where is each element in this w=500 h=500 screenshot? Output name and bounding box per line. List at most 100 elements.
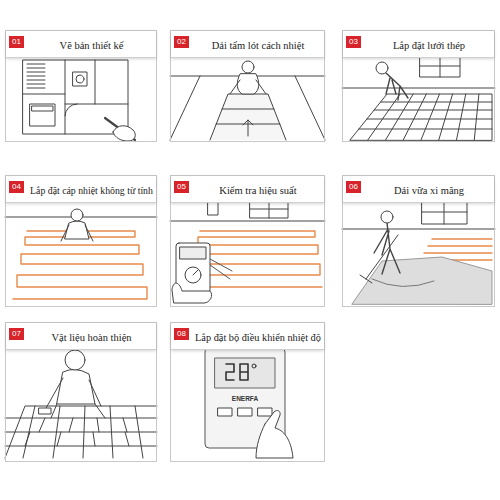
mortar-drawing-part xyxy=(342,200,495,229)
floor-plan-drawing-part xyxy=(73,72,87,86)
panel-header: Vật liệu hoàn thiện xyxy=(6,323,156,350)
tiling-drawing-part xyxy=(25,418,129,446)
step-number: 08 xyxy=(177,329,186,339)
step-title: Vật liệu hoàn thiện xyxy=(51,331,131,344)
mortar-drawing-part xyxy=(374,223,400,274)
tiling-drawing-part xyxy=(45,378,105,418)
steel-mesh-drawing-part xyxy=(376,62,388,74)
step-number: 04 xyxy=(12,182,21,192)
step-title: Dải tấm lót cách nhiệt xyxy=(212,39,305,52)
mortar-drawing-part xyxy=(420,239,492,260)
step-title: Kiểm tra hiệu suất xyxy=(219,184,296,197)
tiling-drawing-part xyxy=(5,406,157,458)
step-number: 07 xyxy=(12,329,21,339)
tiling-drawing-part xyxy=(39,408,51,414)
tiling-drawing-part xyxy=(57,369,95,404)
step-number-badge: 08 xyxy=(174,328,189,340)
panel-header: Lắp đặt bộ điều khiển nhiệt độ xyxy=(171,323,324,350)
floor-plan-drawing-part xyxy=(105,118,135,140)
step-panel: Kiểm tra hiệu suất 05 xyxy=(170,175,325,307)
tiling-drawing xyxy=(5,350,157,458)
panel-header: Lắp đặt lưới thép xyxy=(343,31,494,58)
thermostat-drawing-part xyxy=(238,408,252,416)
mortar-drawing xyxy=(342,200,495,304)
steel-mesh-drawing-part xyxy=(386,73,408,100)
step-number-badge: 05 xyxy=(174,181,189,193)
step-number: 02 xyxy=(177,37,186,47)
floor-plan-drawing-part xyxy=(76,75,84,83)
step-panel: Dải vữa xi măng06 xyxy=(342,175,495,307)
tiling-drawing-part xyxy=(65,350,85,370)
mortar-drawing-part xyxy=(372,279,434,287)
mortar-drawing-part xyxy=(381,211,393,223)
step-number-badge: 03 xyxy=(346,36,361,48)
test-drawing-part xyxy=(180,247,206,259)
step-panel: Vẽ bản thiết kế 01 xyxy=(5,30,157,142)
step-number-badge: 02 xyxy=(174,36,189,48)
tiling-drawing-part xyxy=(23,406,143,458)
steel-mesh-drawing-part xyxy=(368,94,479,140)
step-number: 01 xyxy=(12,37,21,47)
thermostat-drawing-part xyxy=(256,411,293,458)
insulation-drawing-part xyxy=(237,74,259,94)
step-title: Lắp đặt cáp nhiệt không từ tính xyxy=(30,184,153,197)
step-number-badge: 06 xyxy=(346,181,361,193)
thermostat-drawing-part xyxy=(215,358,275,388)
test-drawing-part xyxy=(172,283,212,303)
cable-drawing xyxy=(5,209,157,299)
step-panel: Lắp đặt bộ điều khiển nhiệt độ 08 xyxy=(170,322,325,462)
step-number-badge: 07 xyxy=(9,328,24,340)
mortar-drawing-part xyxy=(352,257,492,304)
floor-plan-drawing-part xyxy=(30,104,55,126)
panel-header: Lắp đặt cáp nhiệt không từ tính xyxy=(6,176,156,203)
cable-drawing-part xyxy=(13,231,147,299)
floor-plan-drawing-part xyxy=(65,104,77,116)
insulation-drawing-part xyxy=(230,80,266,94)
cable-drawing-part xyxy=(71,209,83,221)
steel-mesh-drawing-part xyxy=(359,102,492,129)
step-number: 06 xyxy=(349,182,358,192)
step-panel: Lắp đặt lưới thép 03 xyxy=(342,30,495,142)
panel-header: Vẽ bản thiết kế xyxy=(6,31,156,58)
test-drawing-part xyxy=(176,243,210,293)
thermostat-drawing-part xyxy=(252,364,256,368)
mortar-drawing-part xyxy=(360,235,398,283)
thermostat-drawing-part xyxy=(258,408,272,416)
test-drawing xyxy=(170,200,325,303)
test-drawing-part xyxy=(210,259,232,279)
step-number: 03 xyxy=(349,37,358,47)
step-title: Vẽ bản thiết kế xyxy=(60,39,124,52)
step-number-badge: 01 xyxy=(9,36,24,48)
floor-plan-drawing xyxy=(23,60,135,141)
test-drawing-part xyxy=(208,202,218,215)
panel-header: Kiểm tra hiệu suất xyxy=(171,176,324,203)
panel-header: Dải tấm lót cách nhiệt xyxy=(171,31,324,58)
cable-drawing-part xyxy=(61,225,93,241)
thermostat-drawing-part xyxy=(226,364,248,380)
insulation-drawing-part xyxy=(210,94,286,140)
test-drawing-part xyxy=(193,270,198,275)
panel-header: Dải vữa xi măng xyxy=(343,176,494,203)
step-panel: Lắp đặt cáp nhiệt không từ tính 04 xyxy=(5,175,157,307)
brand-label: ENERFA xyxy=(205,395,285,403)
steel-mesh-drawing-part xyxy=(350,94,492,140)
test-drawing-part xyxy=(185,267,201,283)
step-panel: Vật liệu hoàn thiện 07 xyxy=(5,322,157,462)
cable-drawing-part xyxy=(65,221,89,239)
test-drawing-part xyxy=(170,221,325,222)
steel-mesh-drawing-part xyxy=(342,55,495,88)
insulation-drawing-part xyxy=(242,61,254,73)
floor-plan-drawing-part xyxy=(32,106,53,111)
floor-plan-drawing-part xyxy=(27,64,45,88)
insulation-drawing-part xyxy=(243,120,253,136)
steel-mesh-drawing xyxy=(342,55,495,140)
thermostat-drawing-part xyxy=(218,408,232,416)
step-title: Lắp đặt lưới thép xyxy=(393,39,465,52)
step-number: 05 xyxy=(177,182,186,192)
thermostat-drawing xyxy=(205,348,293,458)
step-title: Lắp đặt bộ điều khiển nhiệt độ xyxy=(195,331,321,344)
